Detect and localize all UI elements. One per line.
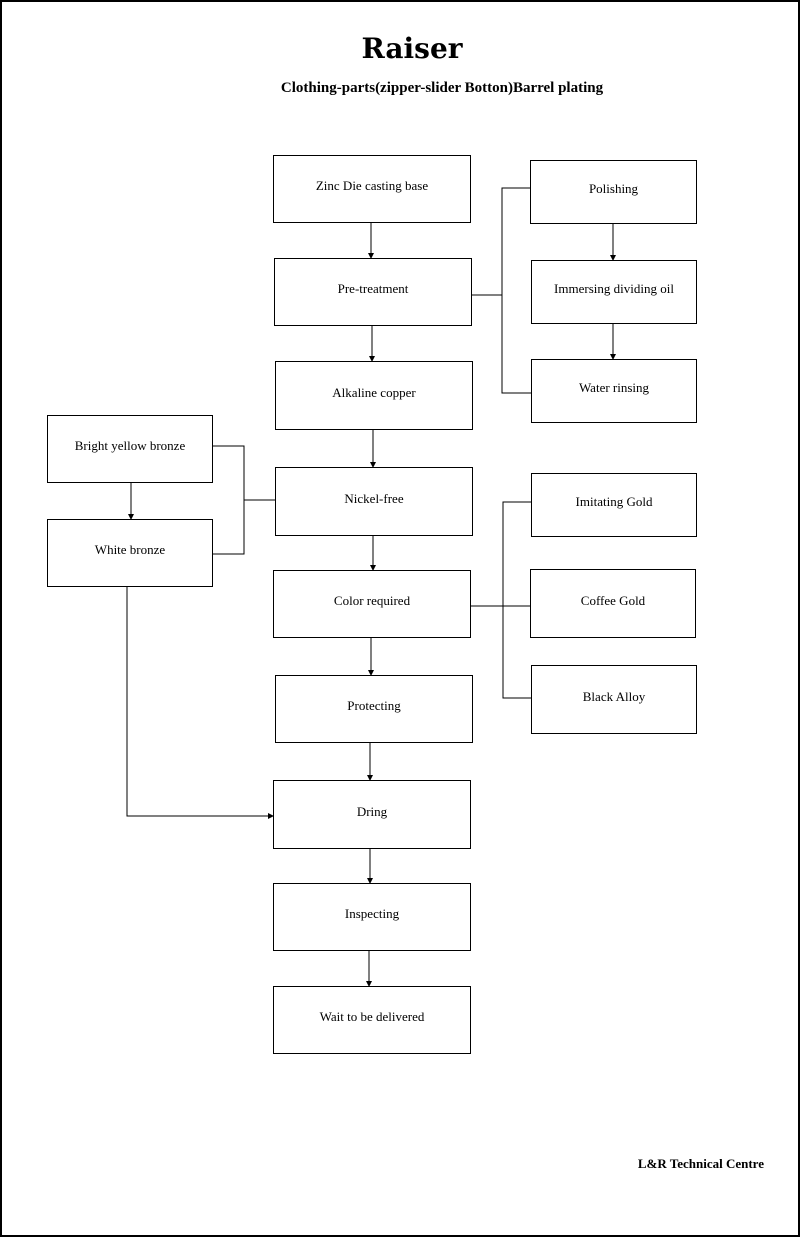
step-label: Dring [356, 803, 388, 819]
substep-label: Polishing [588, 181, 639, 196]
option-imitating-gold: Imitating Gold [531, 473, 697, 537]
arrow-white-to-dring [126, 587, 274, 819]
substep-label: Water rinsing [578, 380, 650, 395]
step-label: Wait to be delivered [319, 1009, 425, 1024]
substep-immersing: Immersing dividing oil [531, 260, 697, 324]
option-label: Bright yellow bronze [74, 438, 186, 453]
page-subtitle: Clothing-parts(zipper-slider Botton)Barr… [280, 80, 604, 96]
bracket-pretreatment [501, 187, 531, 394]
option-label: Imitating Gold [575, 494, 653, 509]
step-protecting: Protecting [275, 675, 473, 743]
step-label: Color required [333, 593, 411, 608]
bracket-color [502, 501, 531, 699]
footer-credit: L&R Technical Centre [637, 1156, 764, 1171]
step-label: Protecting [347, 698, 401, 713]
step-color-required: Color required [273, 570, 471, 638]
step-label: Zinc Die casting base [315, 178, 429, 193]
step-inspecting: Inspecting [273, 883, 471, 951]
step-label: Alkaline copper [332, 384, 416, 400]
step-label: Nickel-free [344, 490, 404, 506]
option-label: Black Alloy [582, 688, 646, 704]
page-title: Raiser [361, 32, 463, 65]
option-label: Coffee Gold [580, 592, 646, 608]
substep-polishing: Polishing [530, 160, 697, 224]
option-white-bronze: White bronze [47, 519, 213, 587]
option-bright-yellow-bronze: Bright yellow bronze [47, 415, 213, 483]
substep-label: Immersing dividing oil [554, 281, 674, 296]
step-dring: Dring [273, 780, 471, 849]
substep-water-rinsing: Water rinsing [531, 359, 697, 423]
step-pre-treatment: Pre-treatment [274, 258, 472, 326]
step-zinc-die-casting: Zinc Die casting base [273, 155, 471, 223]
step-wait-delivered: Wait to be delivered [273, 986, 471, 1054]
option-label: White bronze [94, 542, 166, 557]
bracket-bronze [213, 445, 245, 555]
option-black-alloy: Black Alloy [531, 665, 697, 734]
step-label: Inspecting [344, 906, 400, 921]
option-coffee-gold: Coffee Gold [530, 569, 696, 638]
step-alkaline-copper: Alkaline copper [275, 361, 473, 430]
step-nickel-free: Nickel-free [275, 467, 473, 536]
step-label: Pre-treatment [337, 281, 409, 296]
